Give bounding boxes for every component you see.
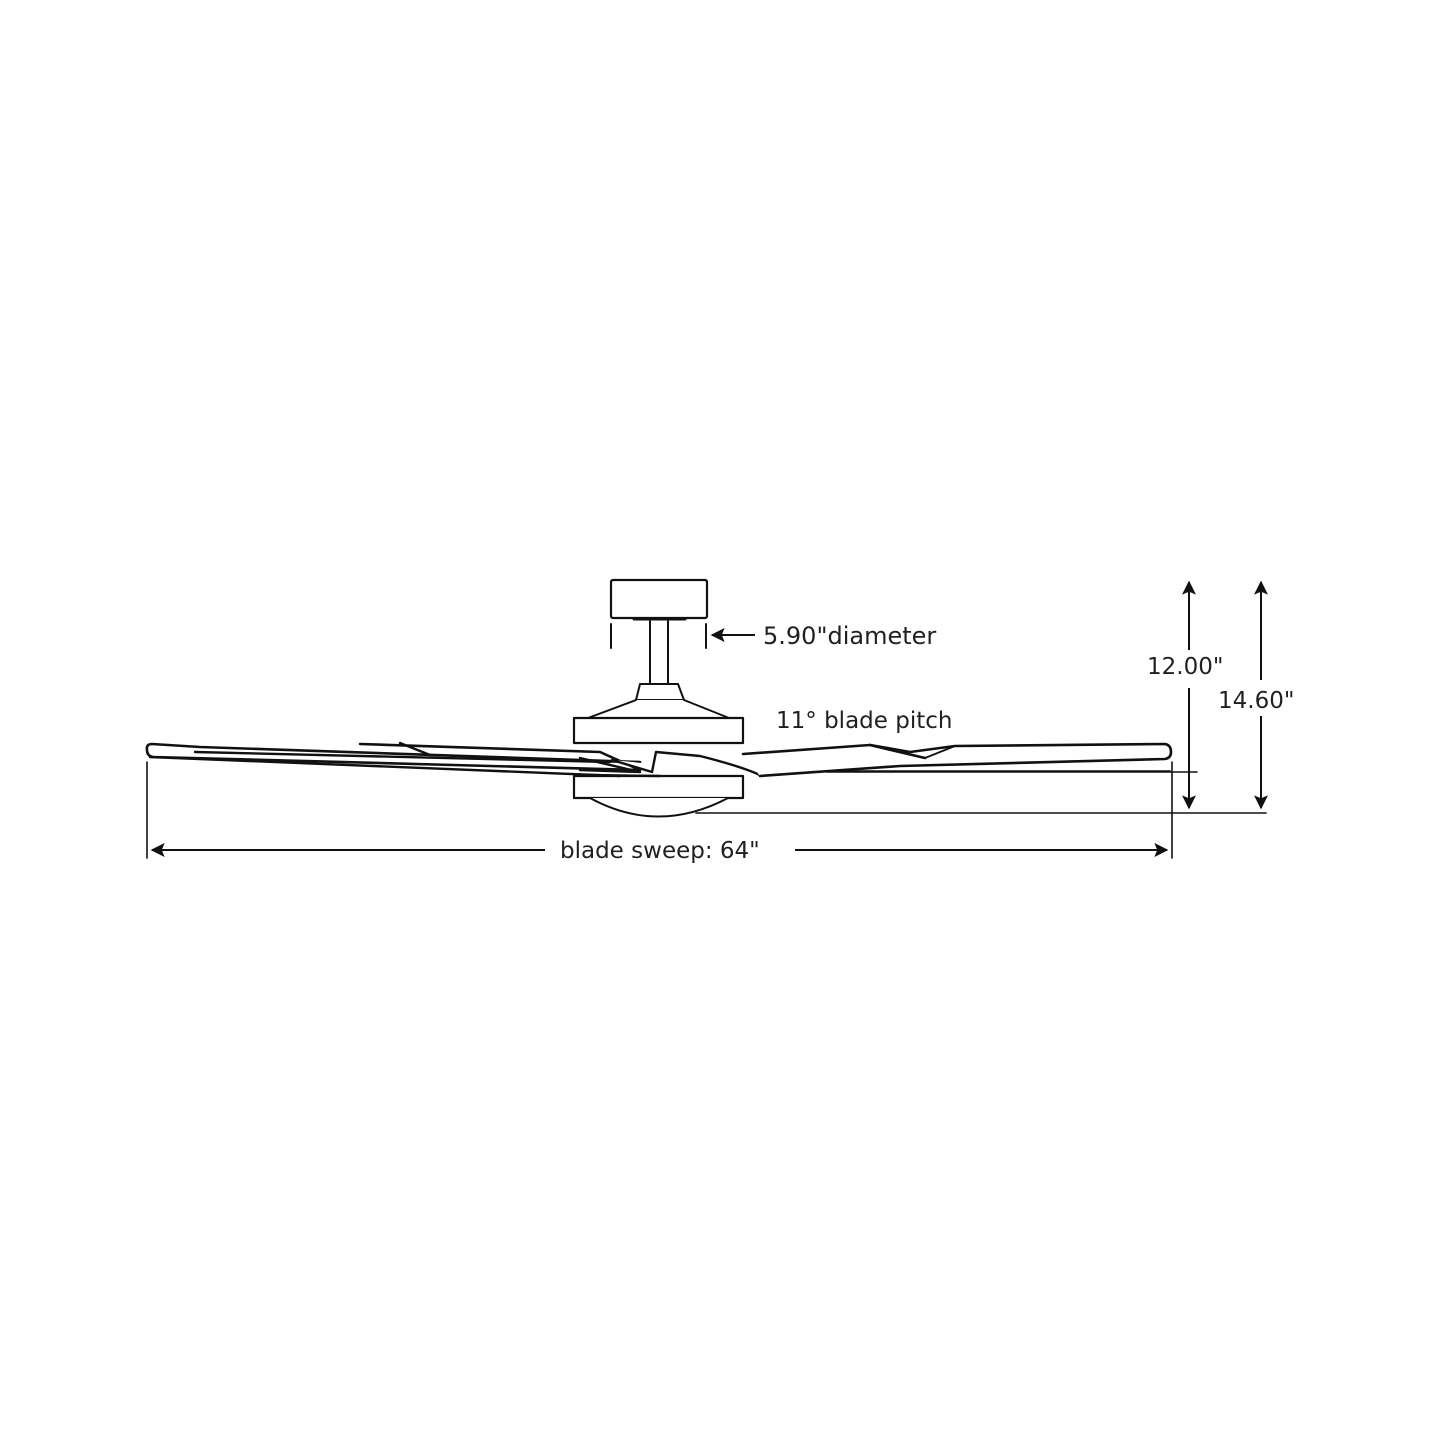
- height-14-label: 14.60": [1218, 688, 1295, 714]
- blade-right: [741, 742, 1173, 778]
- height-12-label: 12.00": [1147, 654, 1224, 680]
- canopy: [609, 578, 709, 649]
- blade-sweep-label: blade sweep: 64": [560, 838, 760, 864]
- canopy-diameter-label: 5.90"diameter: [763, 622, 937, 650]
- blade-irons: [586, 750, 762, 778]
- downrod: [649, 620, 669, 685]
- motor-housing: [572, 683, 745, 818]
- blade-pitch-label: 11° blade pitch: [776, 708, 953, 734]
- blade-left: [145, 741, 642, 778]
